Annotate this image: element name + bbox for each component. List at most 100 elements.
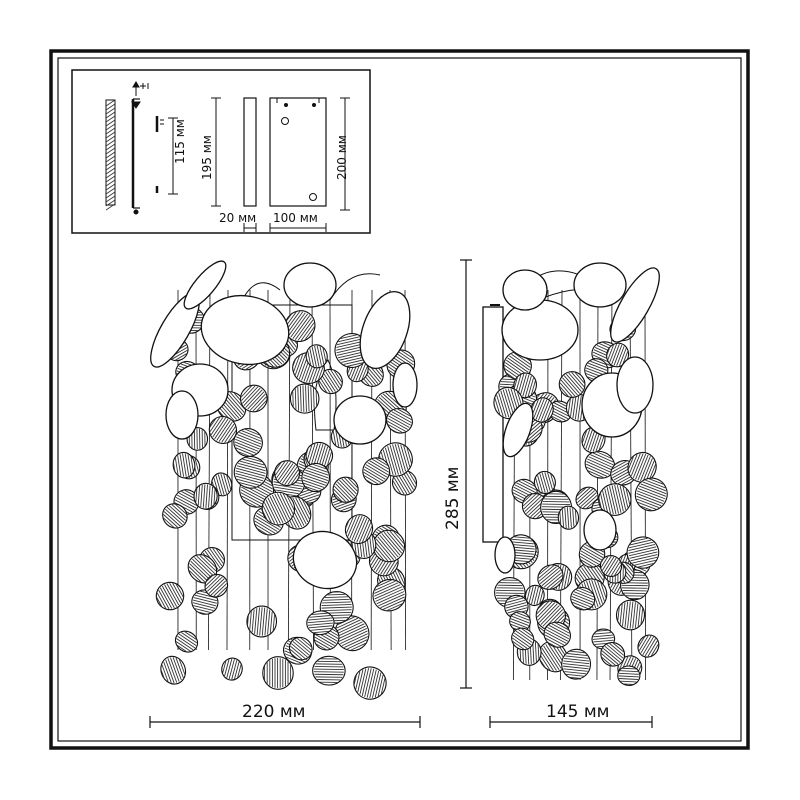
crystal-disc [193, 482, 218, 510]
crystal-disc [162, 503, 188, 529]
crystal-disc [233, 455, 268, 489]
bracket-side-view [131, 81, 149, 215]
crystal-disc [634, 477, 668, 512]
dimension-side-width [489, 716, 653, 728]
lamp-front-view [150, 260, 418, 700]
glass-petal [392, 362, 418, 408]
label-100-mm: 100 мм [273, 211, 318, 225]
outer-frame [49, 49, 750, 750]
glass-petal [165, 390, 199, 440]
crystal-disc [284, 310, 316, 343]
crystal-disc [524, 584, 545, 607]
crystal-disc [391, 469, 418, 496]
crystal-disc [204, 573, 229, 598]
crystal-disc [372, 578, 407, 612]
dimension-195 [211, 97, 221, 207]
glass-petal [183, 260, 227, 310]
crystal-disc [511, 627, 535, 651]
mounting-plate [269, 97, 327, 207]
label-side-width: 145 мм [546, 702, 610, 722]
crystal-disc [274, 460, 301, 487]
crystal-disc [306, 610, 335, 636]
label-height: 285 мм [443, 466, 463, 530]
crystal-disc [172, 451, 196, 479]
crystal-disc [208, 416, 238, 444]
glass-petal [200, 295, 290, 365]
dimension-115 [168, 117, 178, 195]
crystal-disc [533, 470, 556, 494]
crystal-disc [319, 591, 354, 624]
dimension-height [460, 259, 472, 689]
wall-plate [482, 306, 504, 543]
crystal-disc [599, 555, 623, 577]
crystal-disc [600, 641, 626, 667]
crystal-disc [386, 407, 413, 434]
crystal-disc [598, 483, 632, 516]
crystal-disc [362, 457, 391, 486]
crystal-disc [288, 636, 313, 661]
glass-petal [292, 530, 358, 590]
bracket-profile [243, 97, 257, 207]
dimension-200 [340, 97, 350, 211]
dimension-20 [243, 223, 257, 232]
crystal-disc [558, 371, 586, 398]
crystal-disc [261, 491, 296, 526]
glass-petal [502, 269, 548, 311]
wall-section [105, 99, 116, 211]
inset-box [71, 69, 371, 234]
screw-markers [155, 116, 164, 193]
glass-petal [610, 267, 660, 343]
glass-petal [616, 356, 654, 414]
inner-frame [57, 57, 742, 742]
glass-petal [283, 262, 337, 308]
crystal-disc [221, 657, 243, 681]
crystal-disc [305, 441, 334, 469]
crystal-disc [246, 605, 278, 638]
glass-petal [359, 291, 411, 369]
crystal-disc [305, 344, 328, 369]
crystal-disc [332, 476, 359, 503]
crystal-disc [530, 397, 554, 423]
crystal-disc [543, 621, 572, 648]
glass-petal [494, 536, 516, 574]
crystal-disc [509, 611, 531, 632]
crystal-disc [372, 529, 406, 563]
crystal-disc [289, 383, 320, 414]
label-115-mm: 115 мм [173, 119, 187, 164]
glass-petal [573, 262, 627, 308]
label-195-mm: 195 мм [200, 135, 214, 180]
dimension-100 [269, 223, 327, 232]
crystal-disc [561, 648, 592, 680]
crystal-disc [627, 451, 657, 483]
lamp-side-view [482, 262, 668, 686]
crystal-disc [570, 586, 596, 611]
crystal-disc [538, 641, 568, 673]
glass-petal [502, 402, 534, 458]
crystal-disc [606, 342, 630, 368]
crystal-disc [353, 666, 387, 700]
crystal-disc [160, 655, 187, 685]
crystal-disc [318, 368, 343, 395]
mounting-inset: 115 мм 195 мм 200 мм [71, 69, 371, 234]
label-200-mm: 200 мм [335, 135, 349, 180]
crystal-disc [626, 536, 660, 569]
crystal-disc [344, 514, 374, 545]
crystal-disc [637, 634, 660, 658]
crystal-disc [239, 384, 268, 413]
crystal-disc [155, 581, 185, 611]
glass-petal [583, 509, 617, 551]
crystal-disc [584, 450, 616, 479]
crystal-disc [301, 462, 331, 493]
glass-petal [333, 395, 387, 445]
crystal-disc [174, 630, 199, 653]
crystal-disc [557, 505, 580, 530]
crystal-disc [233, 428, 263, 457]
crystal-disc [537, 564, 564, 590]
label-20-mm: 20 мм [219, 211, 256, 225]
crystal-disc [617, 665, 641, 686]
dimension-front-width [149, 716, 421, 728]
glass-petal [501, 299, 579, 361]
crystal-disc [262, 656, 294, 690]
label-front-width: 220 мм [242, 702, 306, 722]
